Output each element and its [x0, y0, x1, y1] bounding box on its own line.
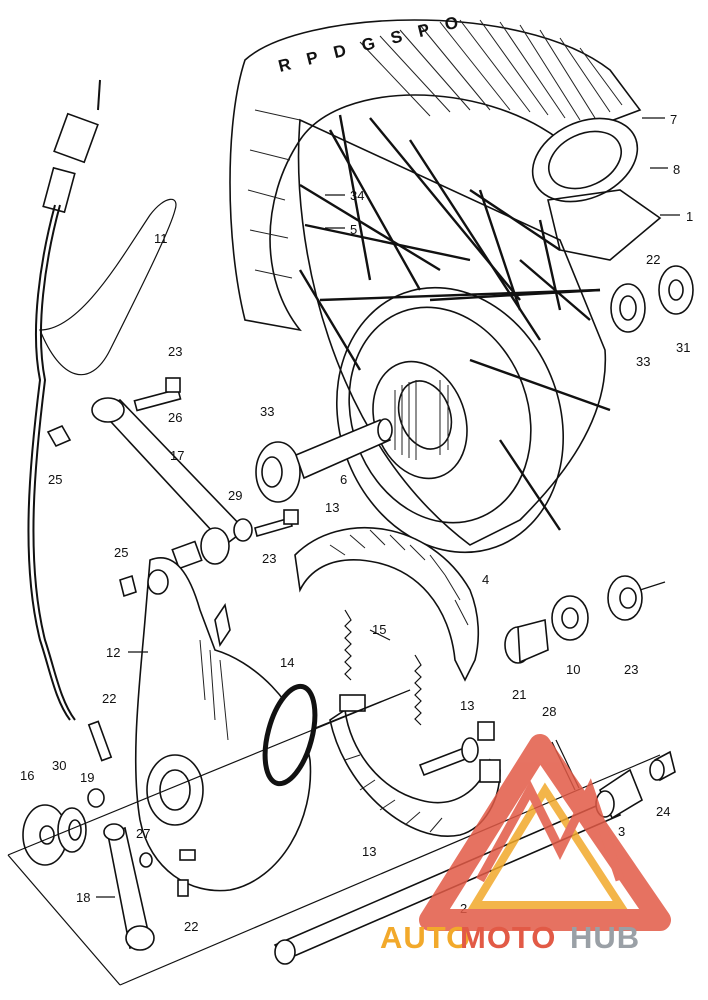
pivot-bolt	[418, 721, 495, 777]
brake-shoe-lower	[329, 694, 501, 837]
seal-right	[658, 265, 694, 315]
cap-24	[649, 750, 676, 782]
callout-13-lower: 13	[362, 844, 376, 859]
callouts: 7 8 1 22 33 31 34 5 11 23 26 33 25 17 6 …	[20, 112, 693, 934]
callout-17: 14	[280, 655, 294, 670]
callout-19: 17	[170, 448, 184, 463]
callout-11: 11	[154, 231, 168, 246]
callout-33-right: 33	[636, 354, 650, 369]
callout-25-a: 25	[48, 472, 62, 487]
callout-9: 22	[646, 252, 660, 267]
spacer-3	[595, 768, 643, 820]
callout-12: 12	[106, 645, 120, 660]
tire: R P D G S P O	[229, 11, 642, 332]
callout-14: 13	[460, 698, 474, 713]
collar	[504, 618, 549, 664]
return-springs	[344, 609, 422, 726]
callout-18: 18	[76, 890, 90, 905]
callout-4: 4	[482, 572, 489, 587]
callout-2: 2	[460, 901, 467, 916]
callout-28: 27	[136, 826, 150, 841]
callout-27: 28	[542, 704, 556, 719]
callout-16: 16	[20, 768, 34, 783]
watermark-moto: MOTO	[460, 920, 556, 955]
seal-ring	[262, 683, 318, 787]
spacer-shaft	[294, 418, 393, 480]
watermark-hub: HUB	[570, 920, 640, 955]
callout-6: 6	[340, 472, 347, 487]
brake-lever-18	[103, 823, 155, 951]
callout-31: 31	[676, 340, 690, 355]
callout-15: 15	[372, 622, 386, 637]
callout-13-upper: 13	[325, 500, 339, 515]
bearing-right	[610, 283, 646, 333]
callout-3: 3	[618, 824, 625, 839]
callout-5: 5	[350, 222, 357, 237]
watermark-text: AUTO MOTO HUB	[380, 920, 640, 955]
callout-1: 1	[686, 209, 693, 224]
hub-flange	[531, 117, 662, 261]
callout-34: 34	[350, 188, 364, 203]
torque-arm	[46, 377, 247, 547]
callout-23-c: 23	[624, 662, 638, 677]
callout-8: 8	[673, 162, 680, 177]
callout-7: 7	[670, 112, 677, 127]
nut-10	[551, 595, 589, 641]
callout-10: 10	[566, 662, 580, 677]
callout-23-b: 23	[262, 551, 276, 566]
callout-21: 21	[512, 687, 526, 702]
dust-cap-16	[22, 804, 68, 866]
callout-30: 30	[52, 758, 66, 773]
callout-23-a: 23	[168, 344, 182, 359]
callout-26: 26	[168, 410, 182, 425]
spokes	[298, 114, 611, 531]
callout-24: 24	[656, 804, 670, 819]
arm-fasteners	[171, 509, 299, 570]
brake-panel	[134, 557, 312, 892]
callout-25-b: 25	[114, 545, 128, 560]
callout-29: 29	[228, 488, 242, 503]
watermark-logo	[419, 734, 671, 931]
castle-nut	[607, 575, 666, 621]
callout-22-b: 22	[184, 919, 198, 934]
seal-30	[57, 807, 87, 853]
callout-22-a: 22	[102, 691, 116, 706]
brake-cable	[27, 79, 177, 721]
brake-shoe-upper	[294, 527, 480, 682]
bearing-left	[255, 441, 301, 503]
small-parts	[87, 574, 189, 897]
callout-20: 19	[80, 770, 94, 785]
callout-33-left: 33	[260, 404, 274, 419]
watermark-auto: AUTO	[380, 920, 471, 955]
